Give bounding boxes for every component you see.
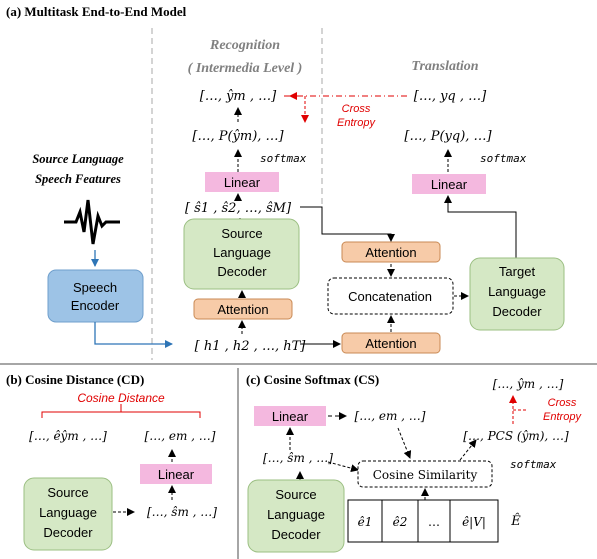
e-hat-y-sequence: […, êŷm , …] [29,429,107,443]
attention-box-recognition [193,298,293,320]
matrix-cell-1: ê1 [358,515,373,529]
arrow-encoder-to-h [94,322,173,348]
linear-box-b [140,464,212,484]
section-a-title: (a) Multitask End-to-End Model [6,4,187,19]
y-hat-sequence-c: […, ŷm , …] [493,377,564,391]
cosine-distance-label: Cosine Distance [77,391,165,405]
source-decoder-box-c [247,479,345,553]
waveform-icon [64,199,120,245]
source-decoder-b-label-2: Language [39,505,97,520]
translation-header: Translation [411,59,478,74]
cosine-similarity-box [357,460,493,488]
arrow-cosine-to-pcs [459,439,477,461]
source-decoder-box [183,218,300,290]
p-y-q-sequence: […, P(yq), …] [404,129,492,144]
source-decoder-label-1: Source [221,226,262,241]
softmax-translation: softmax [480,152,527,165]
cross-entropy-c-label-2: Entropy [543,411,582,423]
speech-features-label-line2: Speech Features [35,172,121,186]
matrix-cell-2: ê2 [393,515,408,529]
source-decoder-label-2: Language [213,245,271,260]
linear-label-translation: Linear [431,177,468,192]
source-decoder-c-label-2: Language [267,507,325,522]
matrix-cell-3: … [428,515,440,529]
s-hat-m-sequence-c: […, ŝm , …] [263,451,333,465]
e-hat-matrix [347,499,499,543]
cross-entropy-c-label-1: Cross [548,397,577,409]
y-q-sequence: […, yq , …] [414,89,487,104]
s-hat-m-sequence-b: […, ŝm , …] [147,505,217,519]
source-decoder-box-b [23,477,113,551]
attention-box-bottom [341,332,441,354]
concatenation-box [327,277,454,315]
linear-label-recognition: Linear [224,175,261,190]
section-c-title: (c) Cosine Softmax (CS) [246,372,379,387]
source-decoder-c-label-1: Source [275,487,316,502]
p-cs-sequence: […, PCS (ŷm), …] [463,429,569,443]
target-decoder-label-3: Decoder [492,304,542,319]
linear-box-c [254,406,326,426]
e-m-sequence-b: […, em , …] [145,429,216,443]
source-decoder-b-label-3: Decoder [43,525,93,540]
linear-box-recognition [205,172,279,192]
concatenation-label: Concatenation [348,289,432,304]
linear-box-translation [412,174,486,194]
cosine-similarity-label: Cosine Similarity [373,468,478,482]
arrow-s-to-cosine [327,461,359,473]
cross-entropy-label-2: Entropy [337,117,376,129]
cross-entropy-label-1: Cross [342,103,371,115]
attention-box-top [341,241,441,263]
p-y-hat-sequence: […, P(ŷm), …] [192,129,284,144]
target-decoder-label-1: Target [499,264,536,279]
s-hat-full-sequence: [ ŝ1 , ŝ2, …, ŝM] [185,201,292,216]
e-hat-matrix-label: Ê [510,513,521,529]
cosine-distance-bracket [41,411,201,418]
recognition-header: Recognition [209,38,280,53]
section-b-title: (b) Cosine Distance (CD) [6,372,144,387]
attention-label-bottom: Attention [365,336,416,351]
softmax-c: softmax [510,458,557,471]
linear-label-c: Linear [272,409,309,424]
arrow-s-to-attention [300,206,395,242]
y-hat-sequence: […, ŷm , …] [200,89,277,104]
attention-label-recognition: Attention [217,302,268,317]
source-decoder-c-label-3: Decoder [271,527,321,542]
softmax-recognition: softmax [260,152,307,165]
speech-encoder-label-2: Encoder [71,298,120,313]
speech-encoder-label-1: Speech [73,280,117,295]
linear-label-b: Linear [158,467,195,482]
h-sequence: [ h1 , h2 , …, hT] [195,339,307,354]
target-decoder-box [469,257,565,331]
speech-features-label-line1: Source Language [32,152,124,166]
e-m-sequence-c: […, em , …] [355,409,426,423]
arrow-em-to-cosine [397,427,412,459]
target-decoder-label-2: Language [488,284,546,299]
recognition-subheader: ( Intermedia Level ) [188,61,303,76]
arrow-target-dec-to-linear [444,195,517,258]
attention-label-top: Attention [365,245,416,260]
matrix-cell-4: ê|V| [462,515,486,529]
source-decoder-label-3: Decoder [217,264,267,279]
source-decoder-b-label-1: Source [47,485,88,500]
speech-encoder-box [47,269,144,323]
